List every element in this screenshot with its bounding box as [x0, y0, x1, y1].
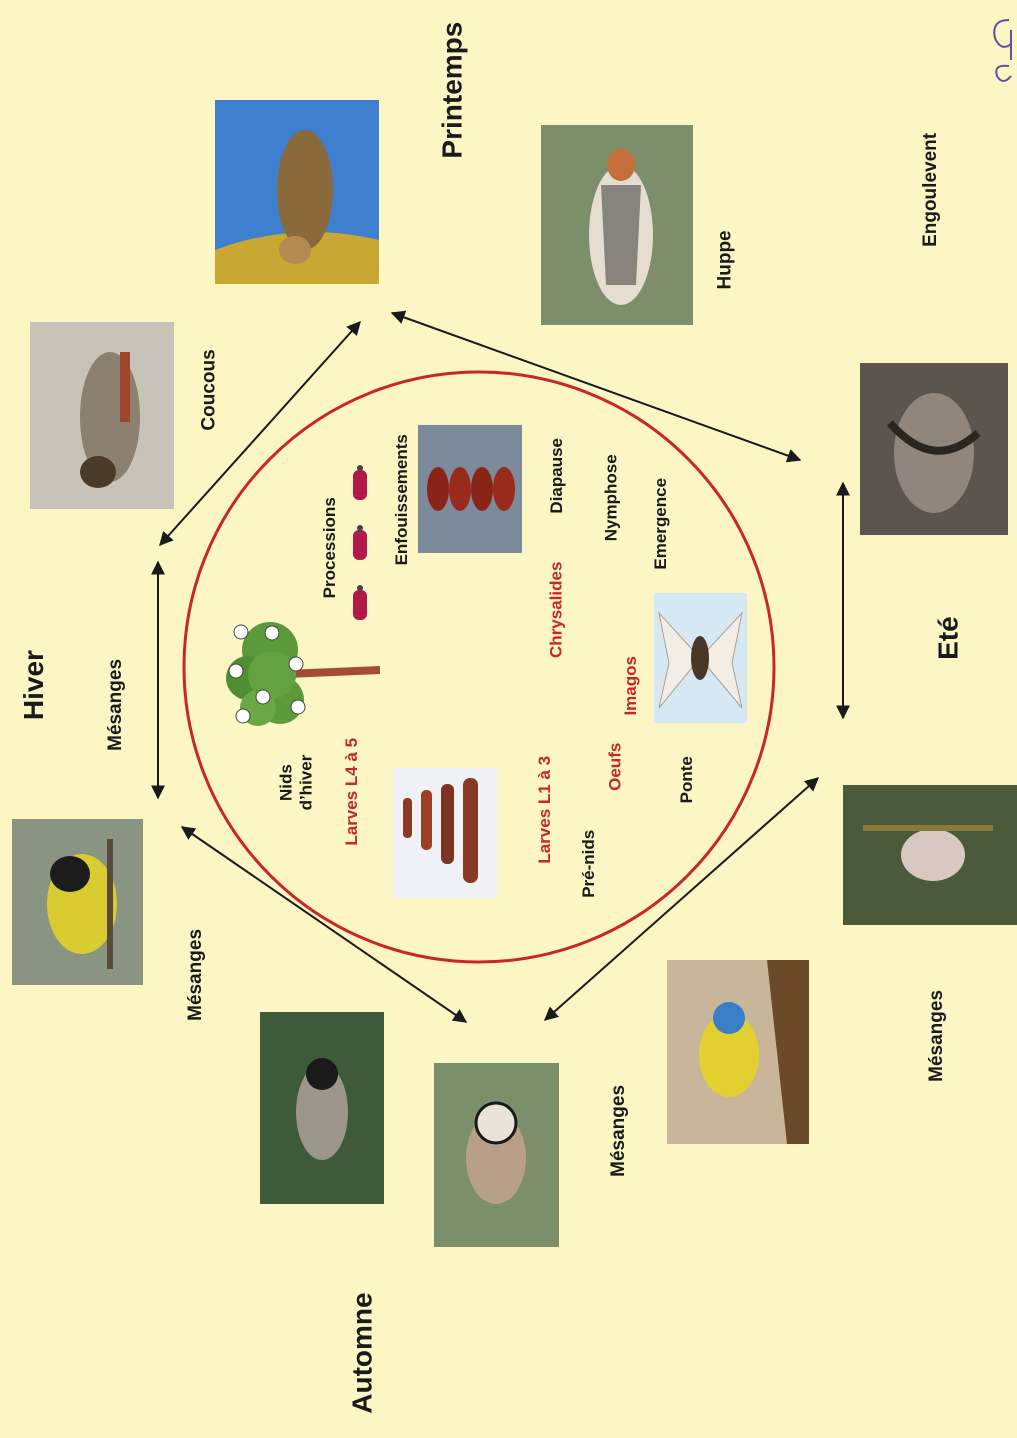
label-mesanges-hiver: Mésanges — [105, 659, 127, 751]
label-ponte: Ponte — [676, 756, 696, 803]
season-ete: Eté — [933, 616, 965, 660]
season-printemps: Printemps — [436, 22, 468, 159]
label-imagos: Imagos — [621, 656, 641, 716]
season-automne: Automne — [346, 1292, 378, 1413]
label-mesanges-automne: Mésanges — [608, 1085, 630, 1177]
engoulevent-photo — [860, 363, 1008, 535]
coal-tit-photo — [260, 1012, 384, 1204]
crested-tit-photo — [434, 1063, 559, 1247]
coucou-photo — [30, 322, 174, 509]
label-oeufs: Oeufs — [605, 743, 625, 791]
procession-caterpillars — [353, 465, 367, 620]
label-enfouissements: Enfouissements — [391, 434, 411, 565]
larvae-photo — [393, 768, 497, 898]
label-mesanges-hiver-2: Mésanges — [185, 929, 207, 1021]
label-pre-nids: Pré-nids — [579, 830, 599, 898]
label-engoulevent: Engoulevent — [920, 133, 942, 247]
moth-photo — [654, 593, 747, 723]
label-processions: Processions — [319, 497, 339, 598]
great-tit-photo — [12, 819, 143, 985]
handwritten-scribble — [985, 0, 1017, 85]
label-larves-l4-5: Larves L4 à 5 — [342, 738, 362, 846]
label-huppe: Huppe — [714, 230, 736, 289]
tree-nest-illustration — [226, 622, 380, 726]
label-mesanges-ete: Mésanges — [926, 990, 948, 1082]
label-chrysalides: Chrysalides — [546, 562, 566, 658]
label-nymphose: Nymphose — [601, 454, 621, 541]
blue-tit-photo — [667, 960, 809, 1144]
label-nids-hiver: Nids d’hiver — [276, 754, 315, 810]
label-larves-l1-3: Larves L1 à 3 — [535, 756, 555, 864]
label-emergence: Emergence — [651, 478, 671, 570]
pupae-photo — [418, 425, 522, 553]
long-tailed-tit-photo — [843, 785, 1017, 925]
coucou-perched-photo — [215, 100, 379, 284]
season-hiver: Hiver — [18, 650, 50, 720]
huppe-photo — [541, 125, 693, 325]
label-diapause: Diapause — [547, 438, 567, 514]
label-coucous: Coucous — [198, 349, 220, 430]
